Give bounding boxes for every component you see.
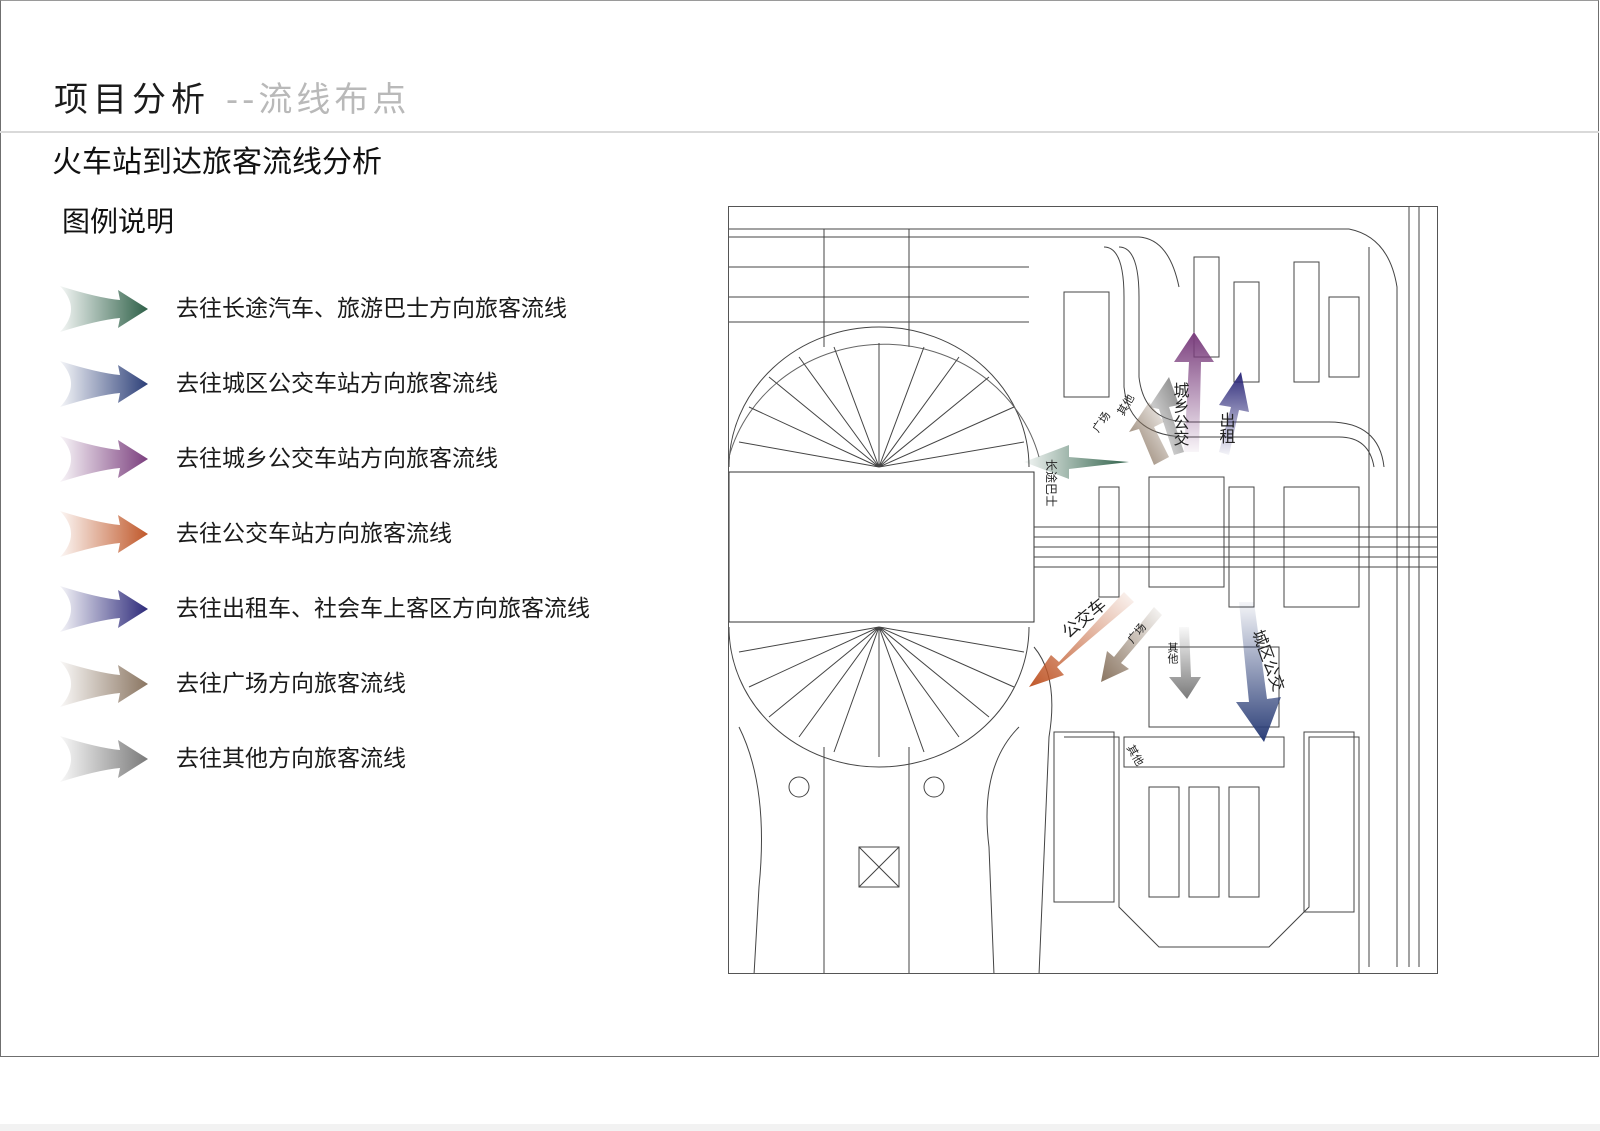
- flow-arrow-other-top: [1149, 377, 1184, 455]
- legend-item-plaza: 去往广场方向旅客流线: [58, 659, 678, 709]
- label-coach: 长途巴士: [1044, 459, 1059, 507]
- flow-arrow-bus: [1029, 592, 1134, 687]
- label-other-bottom: 其他: [1166, 642, 1179, 664]
- page-title-sub: --流线布点: [225, 80, 411, 120]
- legend-item-other: 去往其他方向旅客流线: [58, 734, 678, 784]
- flow-arrow-taxi: [1219, 372, 1249, 455]
- site-plan: 长途巴士 广场 其他 城乡公交 出租 公交车 广场 其他 城区公交 其他: [728, 206, 1438, 974]
- legend-arrow-icon: [60, 511, 148, 557]
- legend-label: 去往长途汽车、旅游巴士方向旅客流线: [176, 296, 567, 322]
- slide-frame: [0, 0, 1599, 1057]
- label-rural-bus: 城乡公交: [1171, 382, 1190, 446]
- footer-band: [0, 1124, 1600, 1131]
- section-title: 火车站到达旅客流线分析: [52, 145, 382, 180]
- flow-arrow-plaza-top: [1129, 402, 1169, 465]
- legend-item-taxi: 去往出租车、社会车上客区方向旅客流线: [58, 584, 678, 634]
- legend-arrow-icon: [60, 361, 148, 407]
- legend-label: 去往其他方向旅客流线: [176, 746, 406, 772]
- flow-arrows: [1024, 332, 1281, 742]
- legend-label: 去往城区公交车站方向旅客流线: [176, 371, 498, 397]
- legend-item-bus: 去往公交车站方向旅客流线: [58, 509, 678, 559]
- legend-label: 去往出租车、社会车上客区方向旅客流线: [176, 596, 590, 622]
- legend-arrow-icon: [60, 661, 148, 707]
- legend-item-coach: 去往长途汽车、旅游巴士方向旅客流线: [58, 284, 678, 334]
- label-plaza: 广场: [1089, 409, 1113, 435]
- legend-label: 去往城乡公交车站方向旅客流线: [176, 446, 498, 472]
- flow-arrow-plaza-bottom: [1101, 607, 1162, 682]
- legend-arrow-icon: [60, 286, 148, 332]
- flow-arrow-coach: [1024, 445, 1129, 479]
- flow-arrow-other-bottom: [1169, 627, 1201, 699]
- legend-title: 图例说明: [62, 205, 175, 238]
- flow-arrow-rural-bus: [1174, 332, 1214, 452]
- legend-arrow-icon: [60, 436, 148, 482]
- legend-arrow-icon: [60, 736, 148, 782]
- page-title-main: 项目分析: [54, 80, 210, 120]
- legend-label: 去往广场方向旅客流线: [176, 671, 406, 697]
- plan-linework: [729, 207, 1437, 973]
- flow-arrow-city-bus: [1236, 602, 1281, 742]
- legend-item-rural-bus: 去往城乡公交车站方向旅客流线: [58, 434, 678, 484]
- site-plan-drawing: 长途巴士 广场 其他 城乡公交 出租 公交车 广场 其他 城区公交 其他: [729, 207, 1437, 973]
- label-other-top: 其他: [1115, 392, 1137, 418]
- legend-label: 去往公交车站方向旅客流线: [176, 521, 452, 547]
- page-title: 项目分析 --流线布点: [54, 78, 410, 122]
- legend-arrow-icon: [60, 586, 148, 632]
- label-other-lower: 其他: [1124, 743, 1146, 769]
- header-divider: [0, 131, 1599, 133]
- label-taxi: 出租: [1217, 412, 1236, 444]
- legend-item-city-bus: 去往城区公交车站方向旅客流线: [58, 359, 678, 409]
